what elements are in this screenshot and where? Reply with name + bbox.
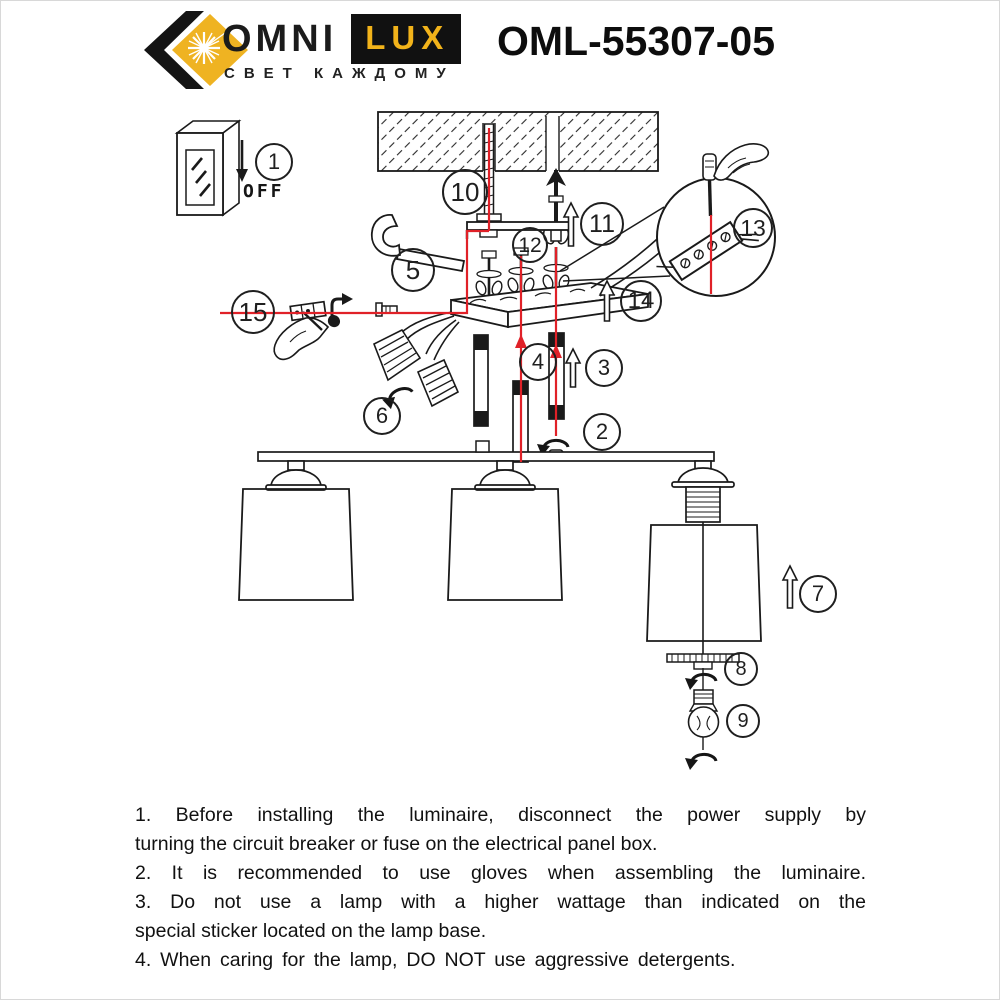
callout-7: 7 bbox=[799, 575, 837, 613]
callout-6: 6 bbox=[363, 397, 401, 435]
callout-10: 10 bbox=[442, 169, 488, 215]
shade-left bbox=[238, 488, 354, 601]
instruction-line: 4. When caring for the lamp, DO NOT use … bbox=[135, 949, 736, 971]
off-label: OFF bbox=[243, 181, 285, 202]
brand-tagline: СВЕТ КАЖДОМУ bbox=[224, 65, 455, 82]
instruction-line: 1. Before installing the luminaire, disc… bbox=[135, 804, 866, 826]
screwdriver-icon bbox=[702, 153, 717, 217]
callout-4: 4 bbox=[519, 343, 557, 381]
toggle-bolt bbox=[542, 168, 570, 245]
callout-2: 2 bbox=[583, 413, 621, 451]
callout-9: 9 bbox=[726, 704, 760, 738]
up-arrows bbox=[562, 201, 799, 609]
instruction-item-4: 4. When caring for the lamp, DO NOT use … bbox=[135, 946, 866, 975]
callout-13: 13 bbox=[733, 208, 773, 248]
callout-15: 15 bbox=[231, 290, 275, 334]
lamp-holder-center bbox=[474, 460, 536, 491]
instruction-line: 3. Do not use a lamp with a higher watta… bbox=[135, 891, 866, 913]
wire-fan-2 bbox=[416, 358, 460, 408]
canopy-plate bbox=[450, 282, 649, 329]
rotate-arrow-9 bbox=[683, 752, 718, 772]
callout-3: 3 bbox=[585, 349, 623, 387]
shade-right bbox=[646, 524, 762, 642]
instructions: 1. Before installing the luminaire, disc… bbox=[135, 801, 866, 975]
detail-pointer-line bbox=[562, 275, 671, 282]
hand-icon-left bbox=[273, 311, 330, 361]
spare-rod bbox=[473, 334, 489, 427]
model-number: OML-55307-05 bbox=[497, 18, 776, 64]
brand-mark-icon bbox=[144, 11, 248, 89]
hand-icon-right bbox=[713, 143, 770, 181]
instruction-line: 2. It is recommended to use gloves when … bbox=[135, 862, 866, 884]
insert-arrow bbox=[327, 293, 353, 328]
diamond-shape bbox=[172, 14, 248, 86]
wire-fan-1 bbox=[372, 328, 422, 382]
lamp-holder-right bbox=[671, 460, 735, 523]
callout-8: 8 bbox=[724, 652, 758, 686]
instruction-line: special sticker located on the lamp base… bbox=[135, 920, 487, 942]
ceiling-hatch bbox=[377, 111, 659, 173]
down-arrow bbox=[236, 140, 248, 182]
callout-1: 1 bbox=[255, 143, 293, 181]
bulb-icon bbox=[687, 668, 720, 750]
instruction-line: turning the circuit breaker or fuse on t… bbox=[135, 833, 658, 855]
instruction-item-2: 2. It is recommended to use gloves when … bbox=[135, 859, 866, 888]
breaker-panel-icon bbox=[174, 119, 242, 217]
callout-12: 12 bbox=[512, 227, 548, 263]
red-arrowhead bbox=[515, 334, 527, 348]
rotate-arrow-8 bbox=[683, 672, 718, 692]
instruction-item-3: 3. Do not use a lamp with a higher watta… bbox=[135, 888, 866, 946]
fixture-bar bbox=[257, 440, 715, 462]
brand-word-lux: LUX bbox=[351, 14, 462, 64]
shade-center bbox=[447, 488, 563, 601]
chevron-shape bbox=[144, 11, 204, 89]
lamp-holder-left bbox=[265, 460, 327, 491]
brand-word-omni: OMNI bbox=[222, 17, 338, 60]
callout-11: 11 bbox=[580, 202, 624, 246]
instruction-item-1: 1. Before installing the luminaire, disc… bbox=[135, 801, 866, 859]
callout-14: 14 bbox=[620, 280, 662, 322]
brand-logo: OMNI LUX СВЕТ КАЖДОМУ bbox=[138, 8, 468, 92]
callout-5: 5 bbox=[391, 248, 435, 292]
